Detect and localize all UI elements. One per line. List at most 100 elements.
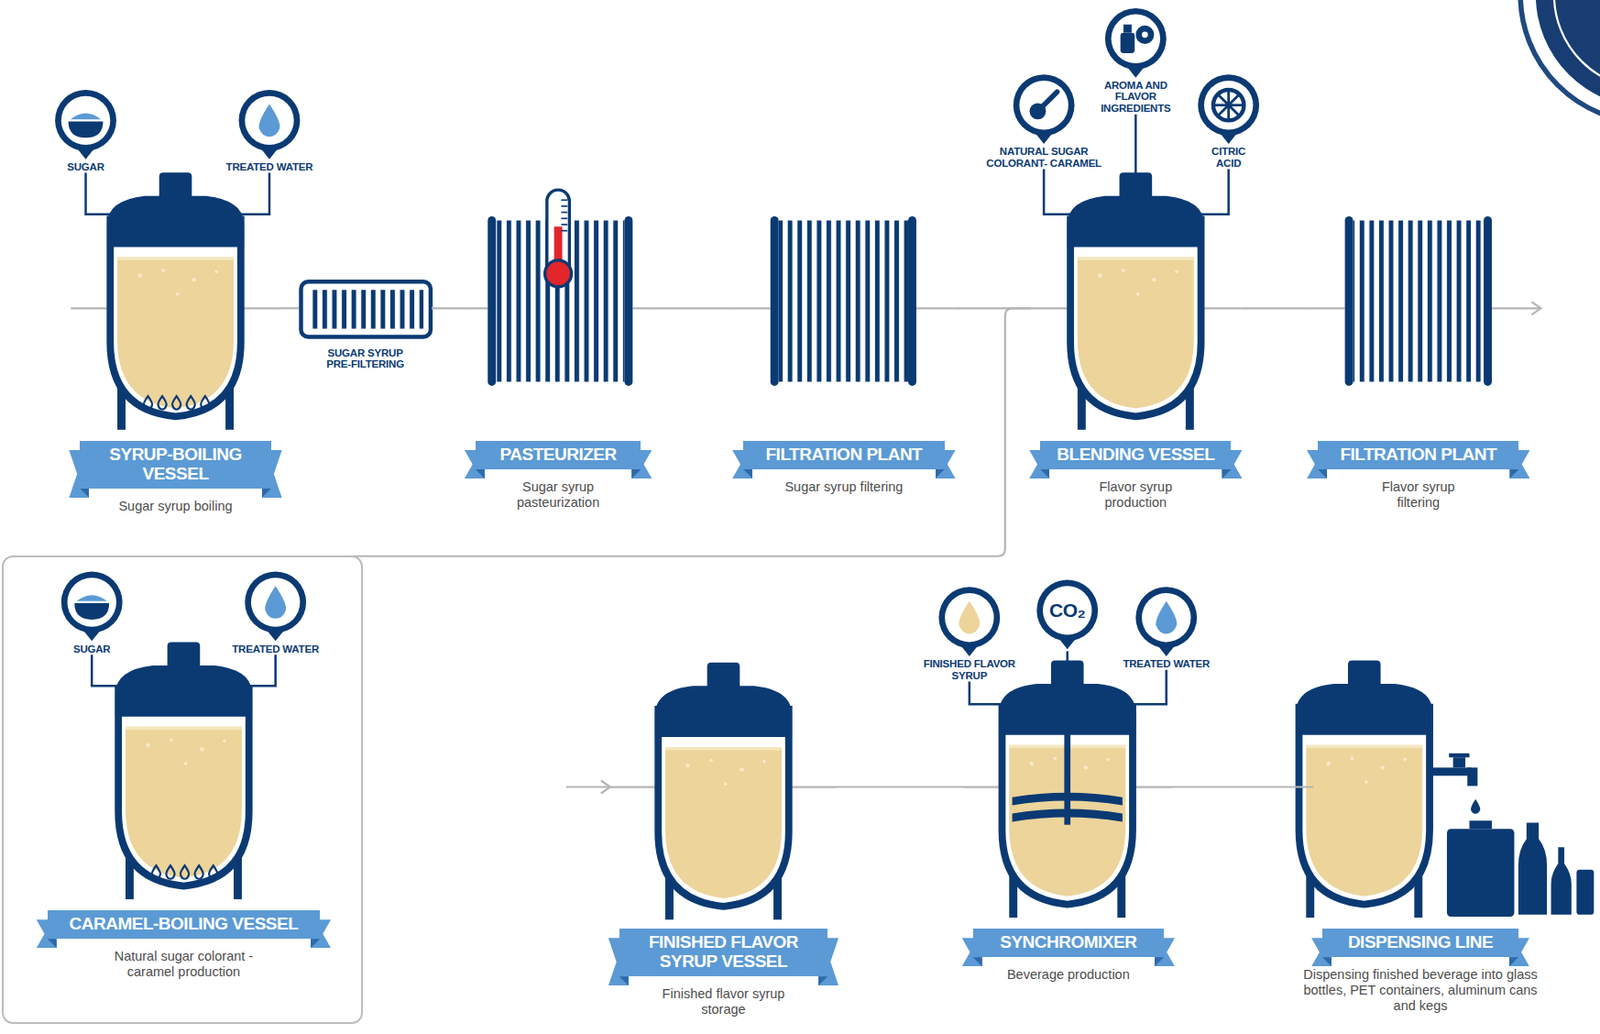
station-node: SYNCHROMIXER Beverage production [964,703,1173,987]
title-ribbon: FINISHED FLAVOR SYRUP VESSEL [619,928,828,976]
panel-node: CARAMEL-BOILING VESSEL Natural sugar colo… [1,555,363,1024]
ingredient-label: TREATED WATER [223,161,316,174]
ribbon-title: FILTRATION PLANT [1323,445,1513,465]
ribbon-title: DISPENSING LINE [1327,932,1513,953]
ingredient-node: TREATED WATER [223,89,316,174]
title-ribbon: DISPENSING LINE [1322,928,1519,957]
description: Sugar syrup filtering [742,479,947,495]
ingredient-label: CITRIC ACID [1200,145,1257,169]
station-node: FINISHED FLAVOR SYRUP VESSEL Finished fla… [610,703,837,1020]
ribbon-title: FINISHED FLAVOR SYRUP VESSEL [624,932,822,972]
connector [1043,169,1080,215]
connector-line [1123,669,1167,704]
filter-node: SUGAR SYRUP PRE-FILTERING [298,280,432,371]
ingredient-node: CO₂ [1031,579,1104,651]
connector-line [86,173,121,215]
connector [350,307,1031,556]
title-ribbon: FILTRATION PLANT [743,440,944,470]
connector [91,654,128,686]
connector-line [969,680,1012,704]
connector-line [1065,650,1069,704]
icon-circle: CO₂ [1031,579,1104,641]
ingredient-node: SUGAR [61,571,123,656]
connector [431,307,467,309]
connector [231,173,270,215]
connector-line [1043,169,1080,215]
ingredient-node: TREATED WATER [230,571,322,656]
ingredient-label: TREATED WATER [230,643,322,656]
connector [280,307,300,309]
ingredient-node: SUGAR [54,89,117,174]
connector-line [231,173,270,215]
station-node: BLENDING VESSEL Flavor syrup production [1030,214,1240,514]
connector-line [1239,306,1309,309]
station-node: FILTRATION PLANT Sugar syrup filtering [734,216,954,499]
station-node: SYRUP-BOILING VESSEL Sugar syrup boiling [70,214,280,518]
ingredient-label: SUGAR [61,643,123,656]
connector [1172,786,1314,788]
connector [566,301,1541,793]
station-node: DISPENSING LINEDispensing finished bever… [1313,703,1528,1017]
connector-line [240,654,276,686]
station-node: FILTRATION PLANTFlavor syrup filtering [1308,216,1528,514]
connector-line [1134,114,1138,215]
description: Dispensing finished beverage into glass … [1297,966,1543,1013]
icon-space [982,74,1106,146]
connector [1239,307,1309,309]
ingredient-label: AROMA AND FLAVOR INGREDIENTS [1082,79,1190,115]
title-ribbon: PASTEURIZER [475,440,641,470]
connector [1066,650,1068,704]
title-ribbon: CARAMEL-BOILING VESSEL [47,909,320,939]
connector-line [91,654,128,686]
filter-space [298,280,432,347]
title-ribbon: FILTRATION PLANT [1317,440,1519,470]
ribbon-title: SYRUP-BOILING VESSEL [85,445,265,484]
connector-line [431,306,467,309]
icon-space [1200,74,1257,146]
connector-line [1172,785,1314,788]
ribbon-title: BLENDING VESSEL [1045,445,1226,465]
ingredient-node: FINISHED FLAVOR SYRUP [920,586,1019,681]
description: Finished flavor syrup storage [659,986,788,1017]
station-node: PASTEURIZER Sugar syrup pasteurization [466,216,650,514]
icon-space [54,89,117,162]
ribbon-title: FILTRATION PLANT [748,445,939,465]
icon-space [61,571,123,644]
description: Sugar syrup boiling [73,498,278,515]
ingredient-label: SUGAR [54,161,117,174]
icon-space [230,571,322,644]
description: Flavor syrup production [1074,479,1198,510]
ingredient-label: TREATED WATER [1120,657,1213,670]
icon-space [1082,8,1190,80]
arrow-head [601,780,611,794]
connector [1135,114,1137,215]
connector [969,680,1012,704]
connector-line [649,306,735,309]
ribbon-title: SYNCHROMIXER [978,932,1159,953]
icon-space [920,586,1019,658]
filter-label: SUGAR SYRUP PRE-FILTERING [319,347,412,371]
connector [86,173,121,215]
description: Sugar syrup pasteurization [502,479,614,510]
connector [1123,669,1167,704]
title-ribbon: SYNCHROMIXER [973,928,1164,957]
connector-line [836,785,965,788]
connector-line [350,307,1031,556]
description: Beverage production [966,966,1172,983]
ingredient-node: CITRIC ACID [1200,74,1257,169]
ingredient-node: NATURAL SUGAR COLORANT- CARAMEL [982,74,1106,169]
ingredient-label: FINISHED FLAVOR SYRUP [920,657,1019,681]
ribbon-title: CARAMEL-BOILING VESSEL [53,914,315,934]
ribbon-title: PASTEURIZER [481,445,636,465]
connector [649,307,735,309]
description: Natural sugar colorant -caramel producti… [97,948,271,979]
co2-symbol: CO₂ [1049,600,1085,620]
connector [240,654,276,686]
ingredient-node: TREATED WATER [1120,586,1213,670]
connector [836,786,965,788]
ingredient-label: NATURAL SUGAR COLORANT- CARAMEL [982,145,1106,169]
title-ribbon: SYRUP-BOILING VESSEL [79,440,271,489]
